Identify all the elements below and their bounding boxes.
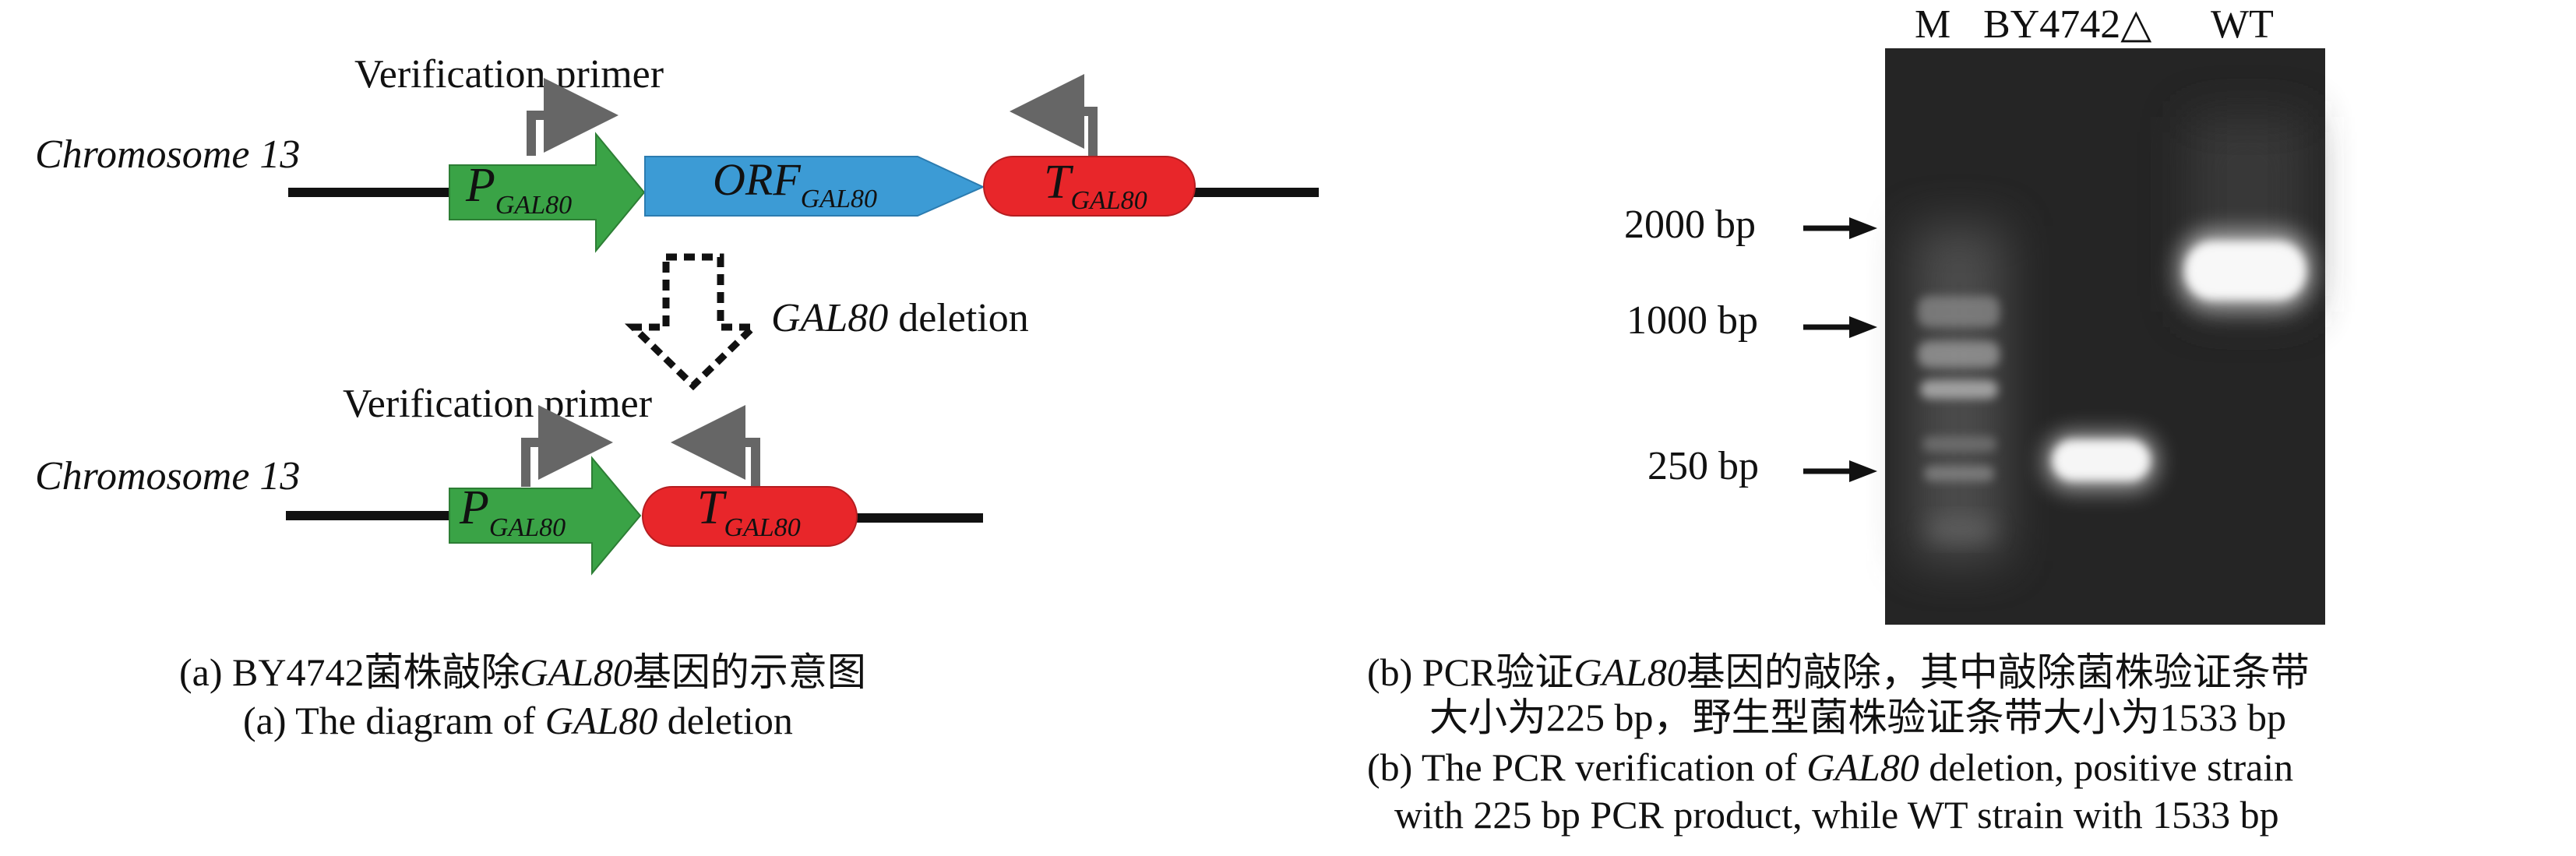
top-primer-label: Verification primer xyxy=(354,52,664,97)
marker-band-750 xyxy=(1920,380,1998,399)
gel-image xyxy=(1885,48,2325,625)
top-promoter-label: PGAL80 xyxy=(465,159,572,220)
panel-a-diagram: Verification primer Chromosome 13 PGAL80… xyxy=(35,52,1319,742)
marker-band-500 xyxy=(1922,436,1996,452)
top-orf-arrow xyxy=(644,156,985,217)
marker-band-100 xyxy=(1928,518,1994,541)
marker-band-upper xyxy=(1918,296,2000,327)
panel-b-gel: M BY4742△ WT 2000 bp 1000 xyxy=(1367,2,2325,837)
deletion-label: GAL80 deletion xyxy=(771,296,1029,340)
panel-b-caption-en-line2: with 225 bp PCR product, while WT strain… xyxy=(1394,793,2279,837)
marker-arrow-2000-icon xyxy=(1849,217,1877,239)
bottom-promoter-arrow xyxy=(449,456,642,576)
bottom-construct: Verification primer Chromosome 13 PGAL80… xyxy=(35,382,983,576)
marker-band-250 xyxy=(1924,466,1994,481)
wildtype-band xyxy=(2185,241,2306,300)
lane-label-knockout: BY4742△ xyxy=(1983,2,2151,47)
panel-a-caption-en: (a) The diagram of GAL80 deletion xyxy=(243,699,793,742)
marker-band-1000 xyxy=(1918,341,2000,368)
marker-label-2000: 2000 bp xyxy=(1624,203,1756,247)
bottom-chromosome-label: Chromosome 13 xyxy=(35,454,300,498)
bottom-promoter-label: PGAL80 xyxy=(459,481,566,542)
top-promoter-primer-icon xyxy=(527,78,618,156)
panel-a-caption-cn: (a) BY4742菌株敲除GAL80基因的示意图 xyxy=(179,650,866,694)
deletion-step: GAL80 deletion xyxy=(624,253,1029,391)
marker-label-250: 250 bp xyxy=(1647,444,1759,488)
top-terminator-primer-icon xyxy=(1010,74,1098,156)
panel-b-caption-cn-line1: (b) PCR验证GAL80基因的敲除，其中敲除菌株验证条带 xyxy=(1367,650,2310,694)
marker-arrow-1000-icon xyxy=(1849,316,1877,338)
top-terminator-block xyxy=(983,156,1196,217)
panel-b-caption-en-line1: (b) The PCR verification of GAL80 deleti… xyxy=(1367,745,2293,789)
deletion-arrow-icon xyxy=(624,253,763,391)
bottom-terminator-label: TGAL80 xyxy=(697,481,801,542)
bottom-promoter-primer-icon xyxy=(521,405,613,487)
marker-arrow-250-icon xyxy=(1849,460,1877,482)
bottom-terminator-primer-icon xyxy=(671,405,760,487)
top-orf-label: ORFGAL80 xyxy=(713,154,877,213)
marker-label-1000: 1000 bp xyxy=(1626,298,1758,343)
top-terminator-label: TGAL80 xyxy=(1044,156,1147,215)
bottom-primer-label: Verification primer xyxy=(343,382,652,426)
top-chromosome-label: Chromosome 13 xyxy=(35,132,300,177)
top-construct: Verification primer Chromosome 13 PGAL80… xyxy=(35,52,1319,253)
bottom-terminator-block xyxy=(642,486,858,547)
lane-label-marker: M xyxy=(1915,2,1951,47)
lane-label-wildtype: WT xyxy=(2211,2,2274,47)
top-promoter-arrow xyxy=(449,132,646,253)
knockout-band xyxy=(2053,440,2150,481)
panel-b-caption-cn-line2: 大小为225 bp，野生型菌株验证条带大小为1533 bp xyxy=(1429,696,2286,739)
